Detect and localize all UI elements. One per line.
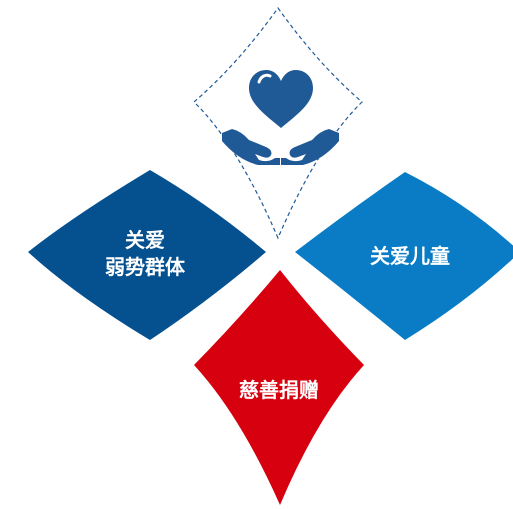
petal-care-children [295,172,513,340]
petal-care-vulnerable [28,170,266,340]
petal-charity-donation [194,270,364,505]
petal-care-vulnerable-label-line2: 弱势群体 [105,255,186,279]
petal-care-vulnerable-label-line1: 关爱 [125,228,165,252]
petal-care-children-label: 关爱儿童 [370,244,450,268]
top-petal-outline [193,6,363,240]
heart-shape [249,70,313,128]
heart-highlight [257,73,272,84]
right-hand-shape [281,129,339,165]
petal-charity-donation-label: 慈善捐赠 [239,378,319,402]
heart-in-hands-icon [222,70,339,165]
left-hand-shape [222,129,280,165]
